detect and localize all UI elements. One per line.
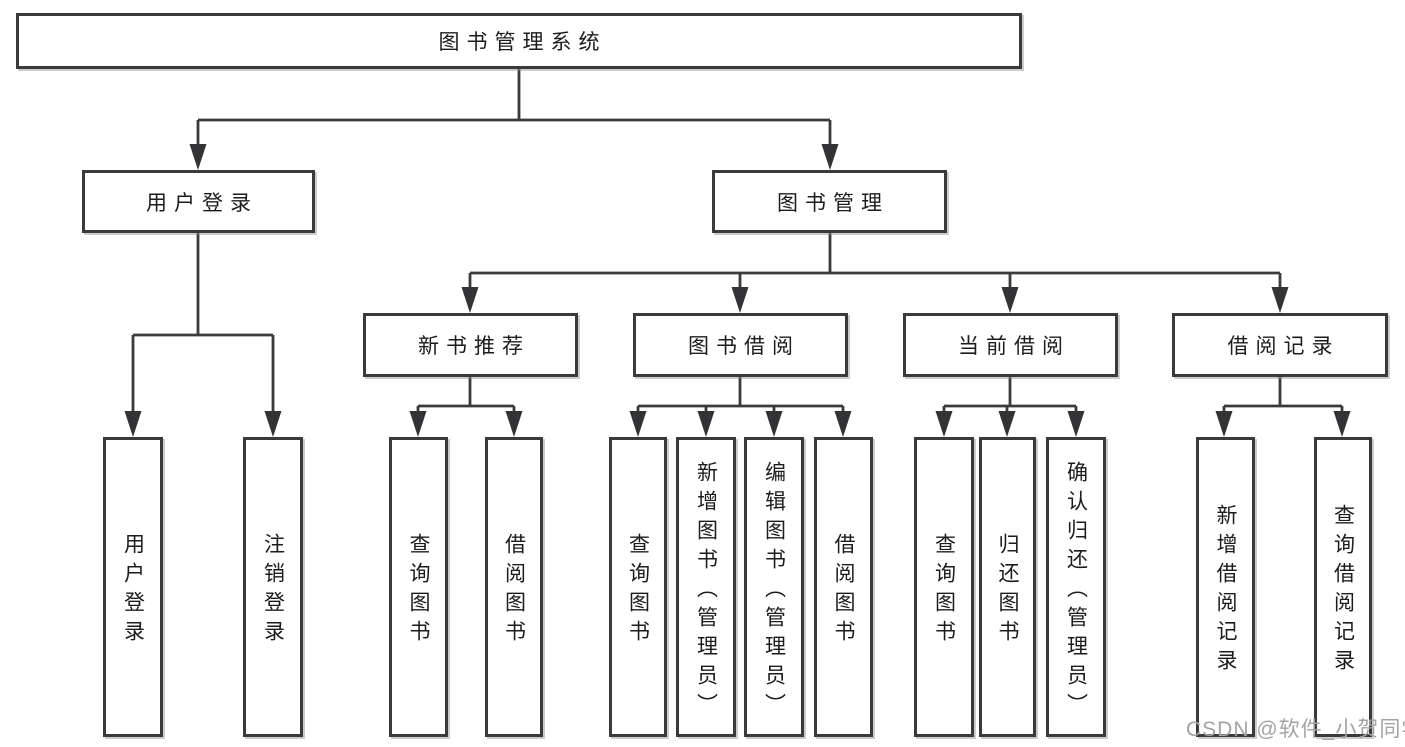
node-label: 当前借阅: [958, 335, 1070, 358]
connector-current-to-children: [942, 377, 1078, 413]
node-label: 编辑图书（管理员）: [762, 460, 786, 722]
node-current-borrowing: 当前借阅: [903, 313, 1118, 377]
node-return-books: 归还图书: [979, 437, 1036, 737]
connector-records-to-children: [1222, 377, 1344, 413]
node-label: 查询借阅记录: [1331, 504, 1355, 678]
node-add-books-admin: 新增图书（管理员）: [676, 437, 736, 737]
node-logout: 注销登录: [243, 437, 303, 737]
node-book-borrowing: 图书借阅: [633, 313, 848, 377]
node-label: 查询图书: [626, 533, 650, 649]
node-label: 新增借阅记录: [1214, 504, 1237, 678]
connector-borrowing-to-children: [636, 377, 845, 413]
node-label: 用户登录: [121, 533, 145, 649]
node-library-management-system: 图书管理系统: [16, 13, 1022, 69]
node-query-borrowing-record: 查询借阅记录: [1314, 437, 1372, 737]
connector-userlogin-to-children: [131, 233, 275, 413]
node-label: 图书管理系统: [438, 31, 607, 54]
node-label: 用户登录: [146, 191, 258, 215]
node-edit-books-admin: 编辑图书（管理员）: [744, 437, 804, 737]
node-label: 查询图书: [407, 533, 430, 649]
node-query-books-recommend: 查询图书: [389, 437, 448, 737]
node-user-login-group: 用户登录: [82, 170, 315, 233]
connector-bookmgmt-to-level3: [468, 233, 1282, 289]
node-label: 新增图书（管理员）: [694, 460, 718, 722]
node-query-books-current: 查询图书: [914, 437, 974, 737]
node-label: 新书推荐: [418, 335, 530, 358]
node-borrow-books-borrowing: 借阅图书: [814, 437, 873, 737]
node-label: 图书管理: [777, 191, 889, 215]
csdn-watermark: CSDN @软件_小贺同学: [1186, 718, 1405, 741]
node-borrow-books-recommend: 借阅图书: [485, 437, 543, 737]
connector-root-to-level2: [196, 69, 832, 146]
node-query-books-borrowing: 查询图书: [609, 437, 667, 737]
node-book-management: 图书管理: [712, 170, 947, 233]
node-label: 借阅记录: [1227, 335, 1340, 358]
node-label: 归还图书: [996, 533, 1019, 649]
arrowhead-icons: [124, 144, 1351, 437]
node-label: 借阅图书: [502, 533, 526, 649]
node-confirm-return-admin: 确认归还（管理员）: [1046, 437, 1106, 737]
node-label: 图书借阅: [688, 335, 800, 358]
node-new-book-recommendation: 新书推荐: [363, 313, 578, 377]
node-borrowing-records: 借阅记录: [1172, 313, 1388, 377]
node-label: 查询图书: [932, 533, 956, 649]
node-label: 确认归还（管理员）: [1064, 460, 1088, 722]
node-user-login: 用户登录: [103, 437, 163, 737]
node-label: 借阅图书: [832, 533, 855, 649]
node-add-borrowing-record: 新增借阅记录: [1196, 437, 1255, 737]
connector-recommend-to-children: [416, 377, 516, 413]
node-label: 注销登录: [261, 533, 285, 649]
